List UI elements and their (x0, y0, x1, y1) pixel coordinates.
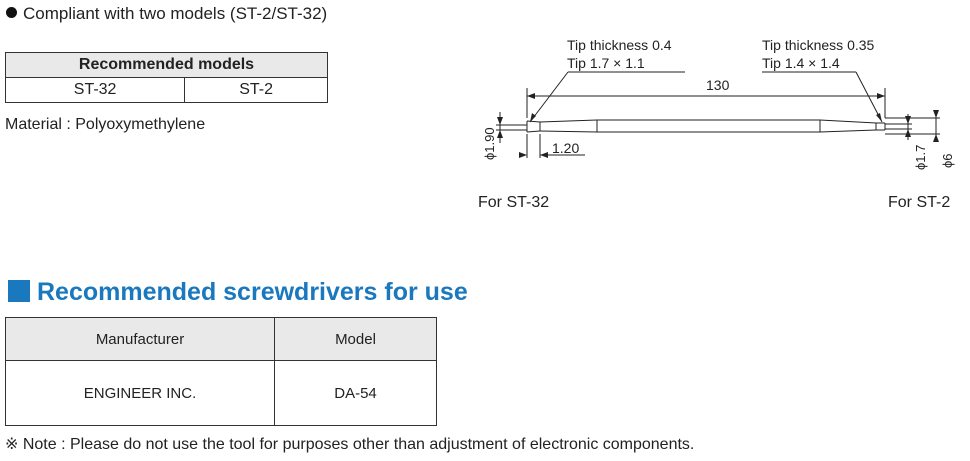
model-cell: DA-54 (274, 360, 437, 426)
compat-line: Compliant with two models (ST-2/ST-32) (6, 4, 327, 24)
right-tip-thickness: Tip thickness 0.35 (762, 37, 875, 53)
right-tip-size: Tip 1.4 × 1.4 (762, 55, 840, 71)
recommended-models-table: Recommended models ST-32 ST-2 (4, 52, 328, 103)
section-heading: Recommended screwdrivers for use (8, 278, 468, 307)
models-table-header: Recommended models (5, 52, 328, 78)
material-text: Material : Polyoxymethylene (5, 116, 206, 133)
length-dimension: 130 (706, 77, 730, 93)
tip-length-dimension: 1.20 (552, 140, 579, 156)
model-cell-st2: ST-2 (184, 77, 328, 103)
label-for-st2: For ST-2 (888, 194, 950, 211)
section-title: Recommended screwdrivers for use (37, 278, 468, 306)
tool-dimension-diagram: Tip thickness 0.4 Tip 1.7 × 1.1 Tip thic… (478, 37, 955, 211)
right-shaft-diameter-dimension: ϕ6 (940, 153, 955, 168)
left-tip-size: Tip 1.7 × 1.1 (567, 55, 645, 71)
square-bullet-icon (8, 280, 30, 302)
model-cell-st32: ST-32 (4, 77, 186, 103)
screwdriver-table: Manufacturer Model ENGINEER INC. DA-54 (5, 317, 437, 426)
model-header: Model (274, 317, 437, 361)
usage-note: ※ Note : Please do not use the tool for … (5, 436, 695, 453)
right-tip-diameter-dimension: ϕ1.7 (913, 145, 928, 170)
table-row: ENGINEER INC. DA-54 (5, 360, 437, 426)
manufacturer-cell: ENGINEER INC. (5, 360, 275, 426)
label-for-st32: For ST-32 (478, 194, 549, 211)
compat-text: Compliant with two models (ST-2/ST-32) (23, 4, 328, 23)
bullet-icon (6, 7, 17, 18)
manufacturer-header: Manufacturer (5, 317, 275, 361)
left-diameter-dimension: ϕ1.90 (482, 127, 497, 160)
left-tip-thickness: Tip thickness 0.4 (567, 37, 672, 53)
